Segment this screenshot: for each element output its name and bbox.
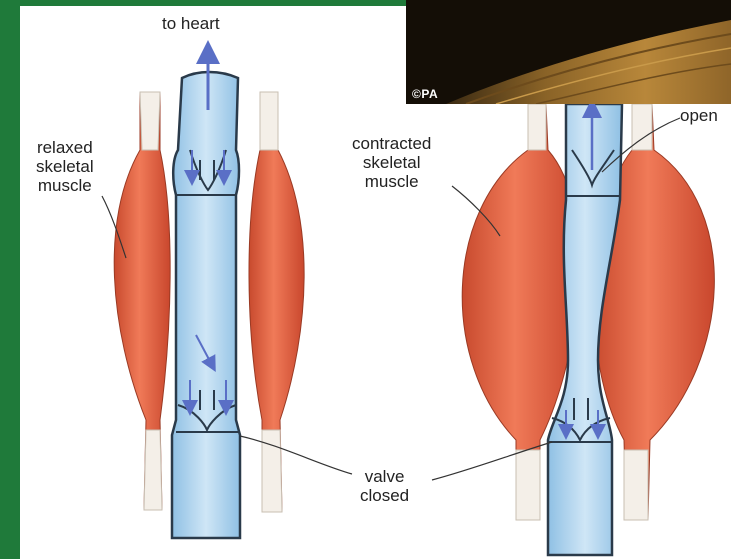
label-open: open xyxy=(680,106,718,125)
label-relaxed-muscle: relaxed skeletal muscle xyxy=(36,138,94,195)
label-relaxed-line-1: relaxed xyxy=(36,138,94,157)
label-relaxed-line-3: muscle xyxy=(36,176,94,195)
label-valve-line-1: valve xyxy=(360,467,409,486)
label-contracted-line-2: skeletal xyxy=(352,153,431,172)
label-contracted-line-1: contracted xyxy=(352,134,431,153)
relaxed-muscle-left xyxy=(114,92,170,510)
relaxed-muscle-right xyxy=(249,92,304,512)
label-contracted-line-3: muscle xyxy=(352,172,431,191)
label-valve-closed: valve closed xyxy=(360,467,409,505)
photo-credit: ©PA xyxy=(412,87,438,101)
label-valve-line-2: closed xyxy=(360,486,409,505)
label-contracted-muscle: contracted skeletal muscle xyxy=(352,134,431,191)
label-relaxed-line-2: skeletal xyxy=(36,157,94,176)
inset-photo: ©PA xyxy=(406,0,731,104)
vein-relaxed xyxy=(172,72,240,538)
label-to-heart: to heart xyxy=(162,14,220,33)
